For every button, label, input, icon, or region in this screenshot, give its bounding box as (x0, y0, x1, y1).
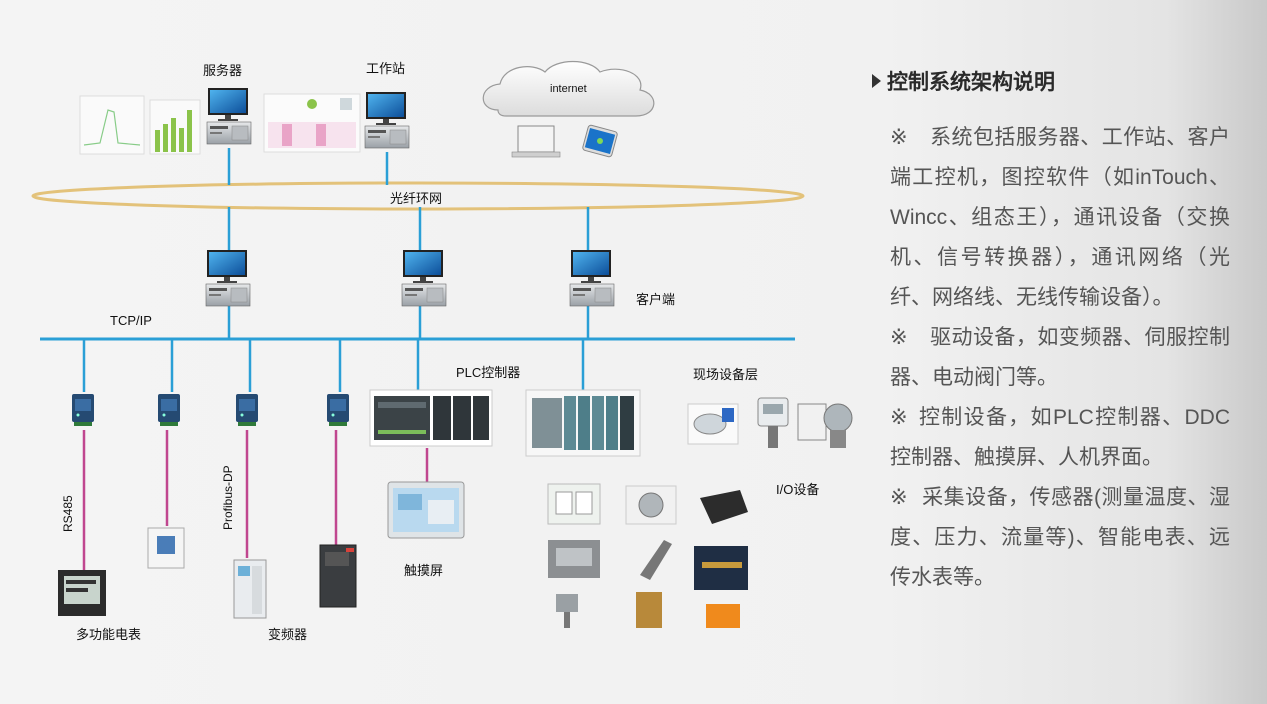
server-pc (206, 87, 252, 145)
label-field-layer: 现场设备层 (693, 367, 759, 382)
touchscreen-image (387, 481, 465, 539)
server-chart-thumbnail (79, 95, 201, 155)
description-body: ※系统包括服务器、工作站、客户端工控机，图控软件（如inTouch、Wincc、… (890, 118, 1230, 598)
architecture-diagram (31, 61, 853, 628)
label-rs485: RS485 (61, 495, 75, 532)
description-item: ※控制设备，如PLC控制器、DDC控制器、触摸屏、人机界面。 (890, 406, 1230, 469)
label-meter: 多功能电表 (76, 627, 142, 642)
flowmeter-image (687, 403, 739, 445)
phone-icon (582, 124, 618, 158)
top-links (82, 148, 590, 392)
description-title-text: 控制系统架构说明 (887, 71, 1055, 94)
reference-mark-icon: ※ (890, 126, 909, 149)
converter-1 (72, 394, 94, 426)
label-inverter: 变频器 (268, 627, 308, 642)
label-profibus: Profibus-DP (221, 465, 235, 530)
serial-links (82, 430, 429, 570)
workstation-pc (364, 91, 410, 149)
thermostat-image (147, 527, 185, 569)
label-io: I/O设备 (776, 482, 820, 497)
inverter-white-image (233, 559, 267, 619)
label-client: 客户端 (636, 292, 676, 307)
description-title: 控制系统架构说明 (872, 66, 1055, 96)
label-tcpip: TCP/IP (110, 313, 152, 328)
converter-3 (236, 394, 258, 426)
label-plc: PLC控制器 (456, 365, 521, 380)
internet-cloud (482, 61, 655, 117)
converter-4 (327, 394, 349, 426)
converter-2 (158, 394, 180, 426)
reference-mark-icon: ※ (890, 406, 909, 429)
reference-mark-icon: ※ (890, 326, 909, 349)
client-pc-3 (569, 249, 615, 307)
description-item: ※采集设备，传感器(测量温度、湿度、压力、流量等)、智能电表、远传水表等。 (890, 486, 1230, 589)
label-server: 服务器 (203, 63, 243, 78)
io-devices-grid (547, 483, 748, 628)
fiber-ring (31, 181, 805, 211)
multifunction-meter-image (58, 570, 106, 616)
reference-mark-icon: ※ (890, 486, 909, 509)
label-touchscreen: 触摸屏 (404, 563, 444, 578)
workstation-hmi-thumbnail (263, 93, 361, 153)
label-fiber-ring: 光纤环网 (390, 191, 443, 206)
plc-controller-image (369, 389, 493, 447)
laptop-icon (511, 125, 561, 158)
triangle-bullet-icon (872, 74, 881, 89)
inverter-black-image (319, 544, 357, 608)
description-item: ※系统包括服务器、工作站、客户端工控机，图控软件（如inTouch、Wincc、… (890, 126, 1230, 309)
client-pc-1 (205, 249, 251, 307)
description-item: ※驱动设备，如变频器、伺服控制器、电动阀门等。 (890, 326, 1230, 389)
label-workstation: 工作站 (366, 61, 406, 76)
plc-rack-image (525, 389, 641, 457)
label-internet: internet (550, 83, 587, 95)
valve-meter-image (757, 397, 853, 448)
client-pc-2 (401, 249, 447, 307)
